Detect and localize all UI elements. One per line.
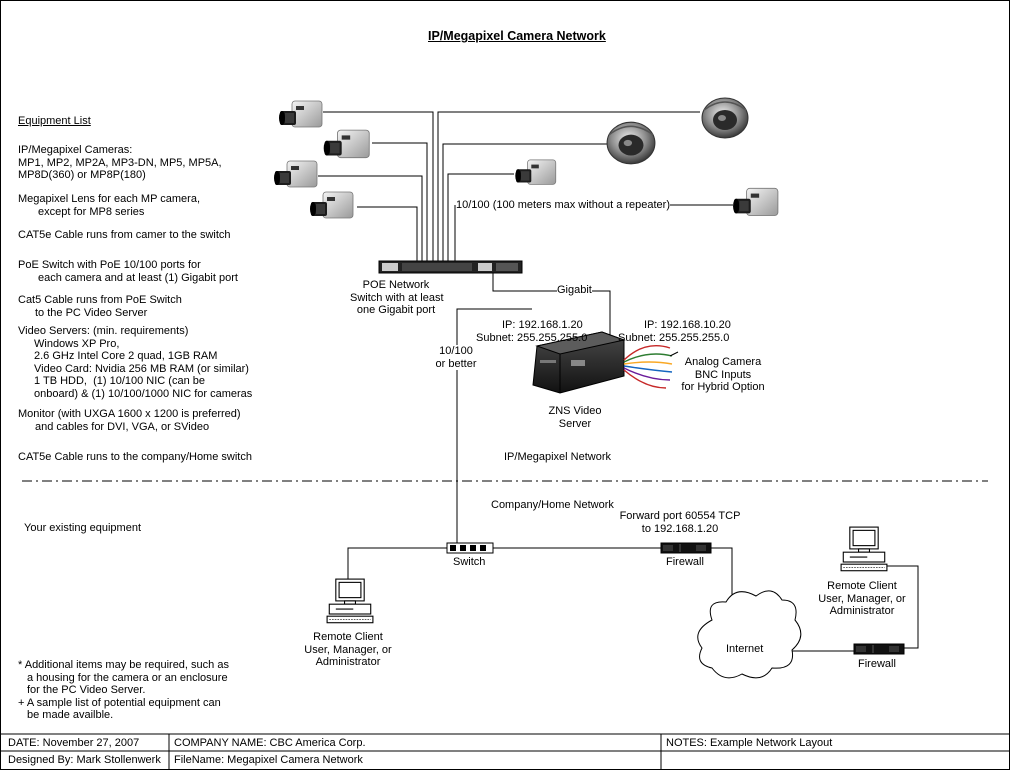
cable-distance-label: 10/100 (100 meters max without a repeate… <box>456 199 671 212</box>
mp-camera-icon <box>278 100 323 128</box>
equipment-cameras: IP/Megapixel Cameras:MP1, MP2, MP2A, MP3… <box>18 144 222 181</box>
mp-camera-icon <box>514 159 557 185</box>
remote-client-computer-icon <box>326 578 374 624</box>
mp-camera-icon <box>309 191 354 219</box>
gigabit-label: Gigabit <box>557 284 592 297</box>
internet-label: Internet <box>726 643 764 655</box>
switch-label: Switch <box>453 556 486 568</box>
company-switch-icon <box>446 542 494 554</box>
footer-date: DATE: November 27, 2007 <box>8 737 140 749</box>
equipment-heading: Equipment List <box>18 115 91 127</box>
firewall-icon <box>853 643 905 655</box>
poe-switch-icon <box>378 260 523 274</box>
firewall-label: Firewall <box>858 658 896 670</box>
company-network-label: Company/Home Network <box>491 499 614 511</box>
equipment-video-servers: Video Servers: (min. requirements)Window… <box>18 325 253 400</box>
remote-client-computer-icon <box>840 526 888 572</box>
equipment-monitor: Monitor (with UXGA 1600 x 1200 is prefer… <box>18 408 241 433</box>
bnc-cables <box>623 345 673 389</box>
diagram-title: IP/Megapixel Camera Network <box>428 29 606 43</box>
footer-notes: NOTES: Example Network Layout <box>666 737 833 749</box>
zns-video-server-icon <box>532 331 626 394</box>
equipment-cat5e-company: CAT5e Cable runs to the company/Home swi… <box>18 451 252 463</box>
footer-filename: FileName: Megapixel Camera Network <box>174 754 363 766</box>
equipment-cat5e-switch: CAT5e Cable runs from camer to the switc… <box>18 229 231 241</box>
footer-designer: Designed By: Mark Stollenwerk <box>8 754 161 766</box>
existing-equipment-label: Your existing equipment <box>24 522 142 534</box>
mp-camera-icon <box>732 187 779 217</box>
footer-company: COMPANY NAME: CBC America Corp. <box>174 737 366 749</box>
ip-network-label: IP/Megapixel Network <box>504 451 611 463</box>
firewall-label: Firewall <box>666 556 704 568</box>
equipment-lens: Megapixel Lens for each MP camera,except… <box>18 193 200 218</box>
uplink-cable <box>456 308 532 548</box>
mp-camera-icon <box>323 129 370 159</box>
mp-camera-icon <box>273 160 318 188</box>
internet-cloud-icon <box>697 590 802 679</box>
title-block <box>0 733 1010 770</box>
additional-notes: * Additional items may be required, such… <box>18 659 229 721</box>
camera-cables <box>318 111 733 262</box>
firewall-icon <box>660 542 712 554</box>
company-cables <box>347 547 919 652</box>
dome-camera-icon <box>606 121 656 165</box>
gigabit-cable <box>492 273 611 366</box>
dome-camera-icon <box>701 97 749 139</box>
